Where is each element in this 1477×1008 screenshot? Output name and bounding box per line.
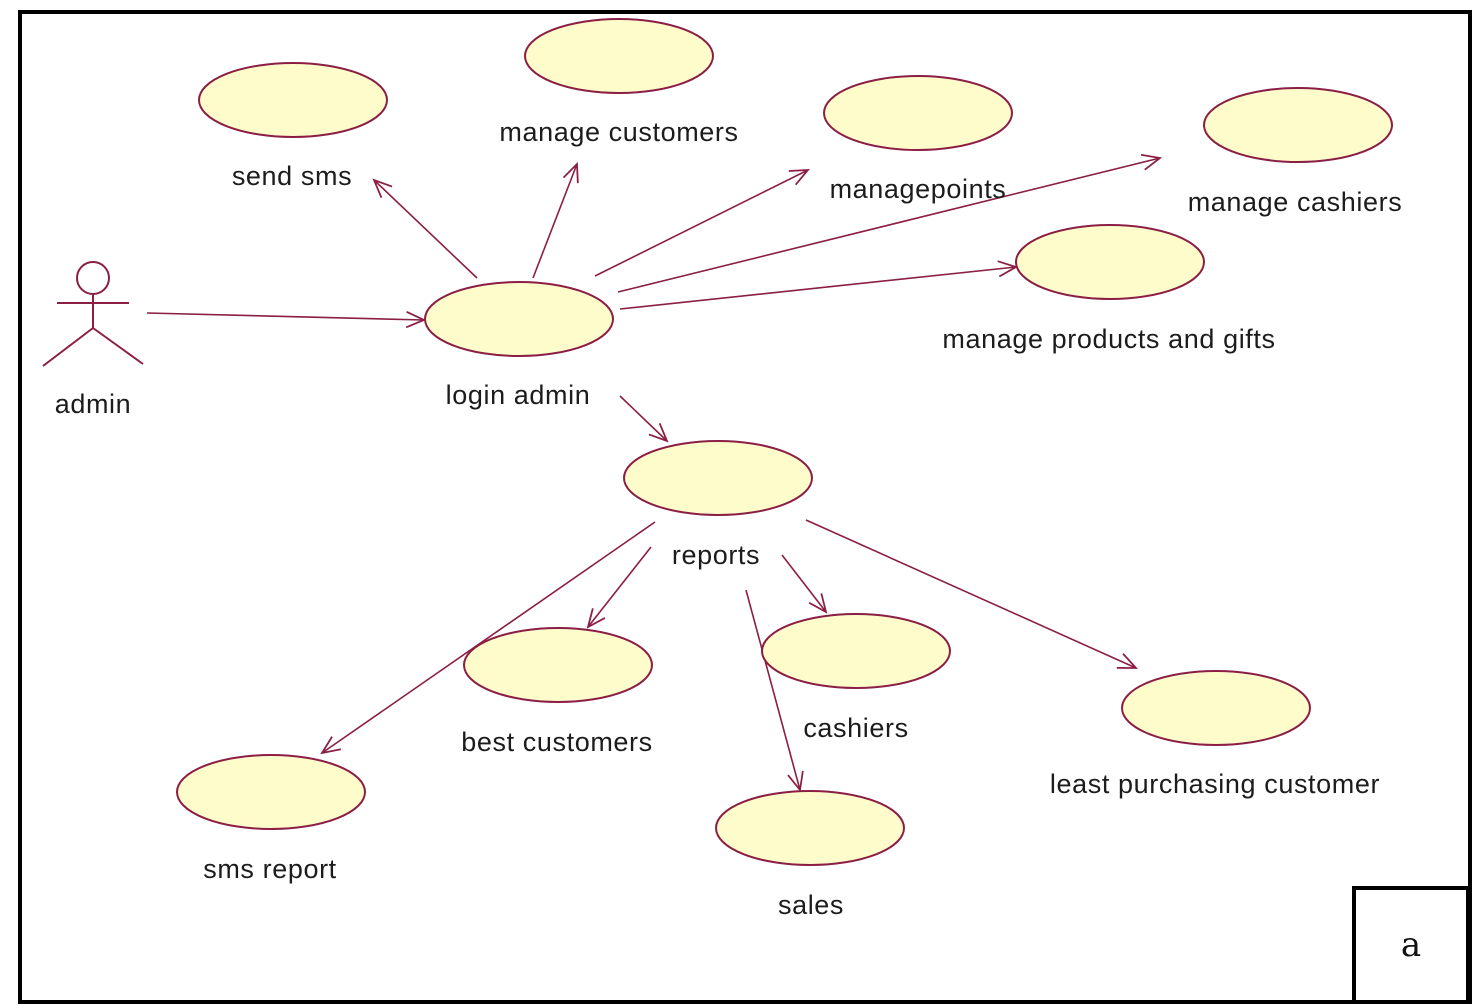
relation-arrow-login-admin-to-manage-products-gifts: [619, 260, 1019, 310]
relation-arrow-login-admin-to-manage-cashiers: [617, 153, 1163, 293]
relations-layer: [146, 153, 1163, 793]
usecase-ellipse: [424, 281, 614, 357]
relation-arrow-login-admin-to-manage-customers: [532, 161, 579, 279]
usecase-ellipse: [176, 754, 366, 830]
usecase-manage-customers[interactable]: manage customers: [499, 18, 738, 147]
usecase-label: sms report: [203, 854, 337, 884]
usecase-ellipse: [1015, 224, 1205, 300]
relation-arrow-reports-to-sales: [745, 589, 804, 793]
stick-figure-icon: [42, 261, 144, 367]
usecase-ellipse: [823, 75, 1013, 151]
usecase-send-sms[interactable]: send sms: [198, 62, 388, 191]
usecase-managepoints[interactable]: managepoints: [823, 75, 1013, 204]
usecase-label: manage cashiers: [1188, 187, 1403, 217]
usecase-sms-report[interactable]: sms report: [176, 754, 366, 884]
usecase-ellipse: [761, 613, 951, 689]
actor-admin[interactable]: admin: [42, 261, 144, 419]
usecase-ellipse: [463, 627, 653, 703]
figure-tag-label: a: [1400, 925, 1422, 965]
relation-arrow-login-admin-to-send-sms: [372, 178, 478, 279]
usecase-label: best customers: [461, 727, 652, 757]
usecase-label: manage products and gifts: [942, 324, 1275, 354]
usecase-label: cashiers: [803, 713, 908, 743]
usecase-manage-cashiers[interactable]: manage cashiers: [1188, 87, 1403, 217]
actor-label: admin: [55, 389, 132, 419]
usecase-label: manage customers: [499, 117, 738, 147]
usecase-ellipse: [623, 440, 813, 516]
usecase-ellipse: [198, 62, 388, 138]
usecase-label: send sms: [232, 161, 352, 191]
relation-arrow-reports-to-cashiers: [781, 554, 828, 614]
usecase-least-purchasing-customer[interactable]: least purchasing customer: [1050, 670, 1380, 799]
usecase-best-customers[interactable]: best customers: [461, 627, 653, 757]
usecase-sales[interactable]: sales: [715, 790, 905, 920]
relation-arrow-reports-to-least-purchasing-customer: [805, 519, 1139, 669]
usecase-ellipse: [524, 18, 714, 94]
usecase-login-admin[interactable]: login admin: [424, 281, 614, 410]
relation-arrow-login-admin-to-managepoints: [594, 169, 810, 277]
usecase-manage-products-gifts[interactable]: manage products and gifts: [942, 224, 1275, 354]
relation-arrow-reports-to-sms-report: [320, 521, 656, 755]
usecase-ellipse: [1121, 670, 1311, 746]
usecase-label: login admin: [446, 380, 591, 410]
relation-arrow-reports-to-best-customers: [586, 546, 652, 629]
relation-arrow-admin-to-login-admin: [146, 311, 427, 329]
usecase-ellipse: [715, 790, 905, 866]
relation-arrow-login-admin-to-reports: [619, 395, 669, 443]
usecase-label: managepoints: [830, 174, 1007, 204]
usecase-label: least purchasing customer: [1050, 769, 1380, 799]
usecase-label: reports: [672, 540, 760, 570]
usecase-cashiers[interactable]: cashiers: [761, 613, 951, 743]
usecase-label: sales: [778, 890, 844, 920]
usecase-ellipse: [1203, 87, 1393, 163]
figure-tag: a: [1352, 886, 1470, 1004]
usecase-reports[interactable]: reports: [623, 440, 813, 570]
